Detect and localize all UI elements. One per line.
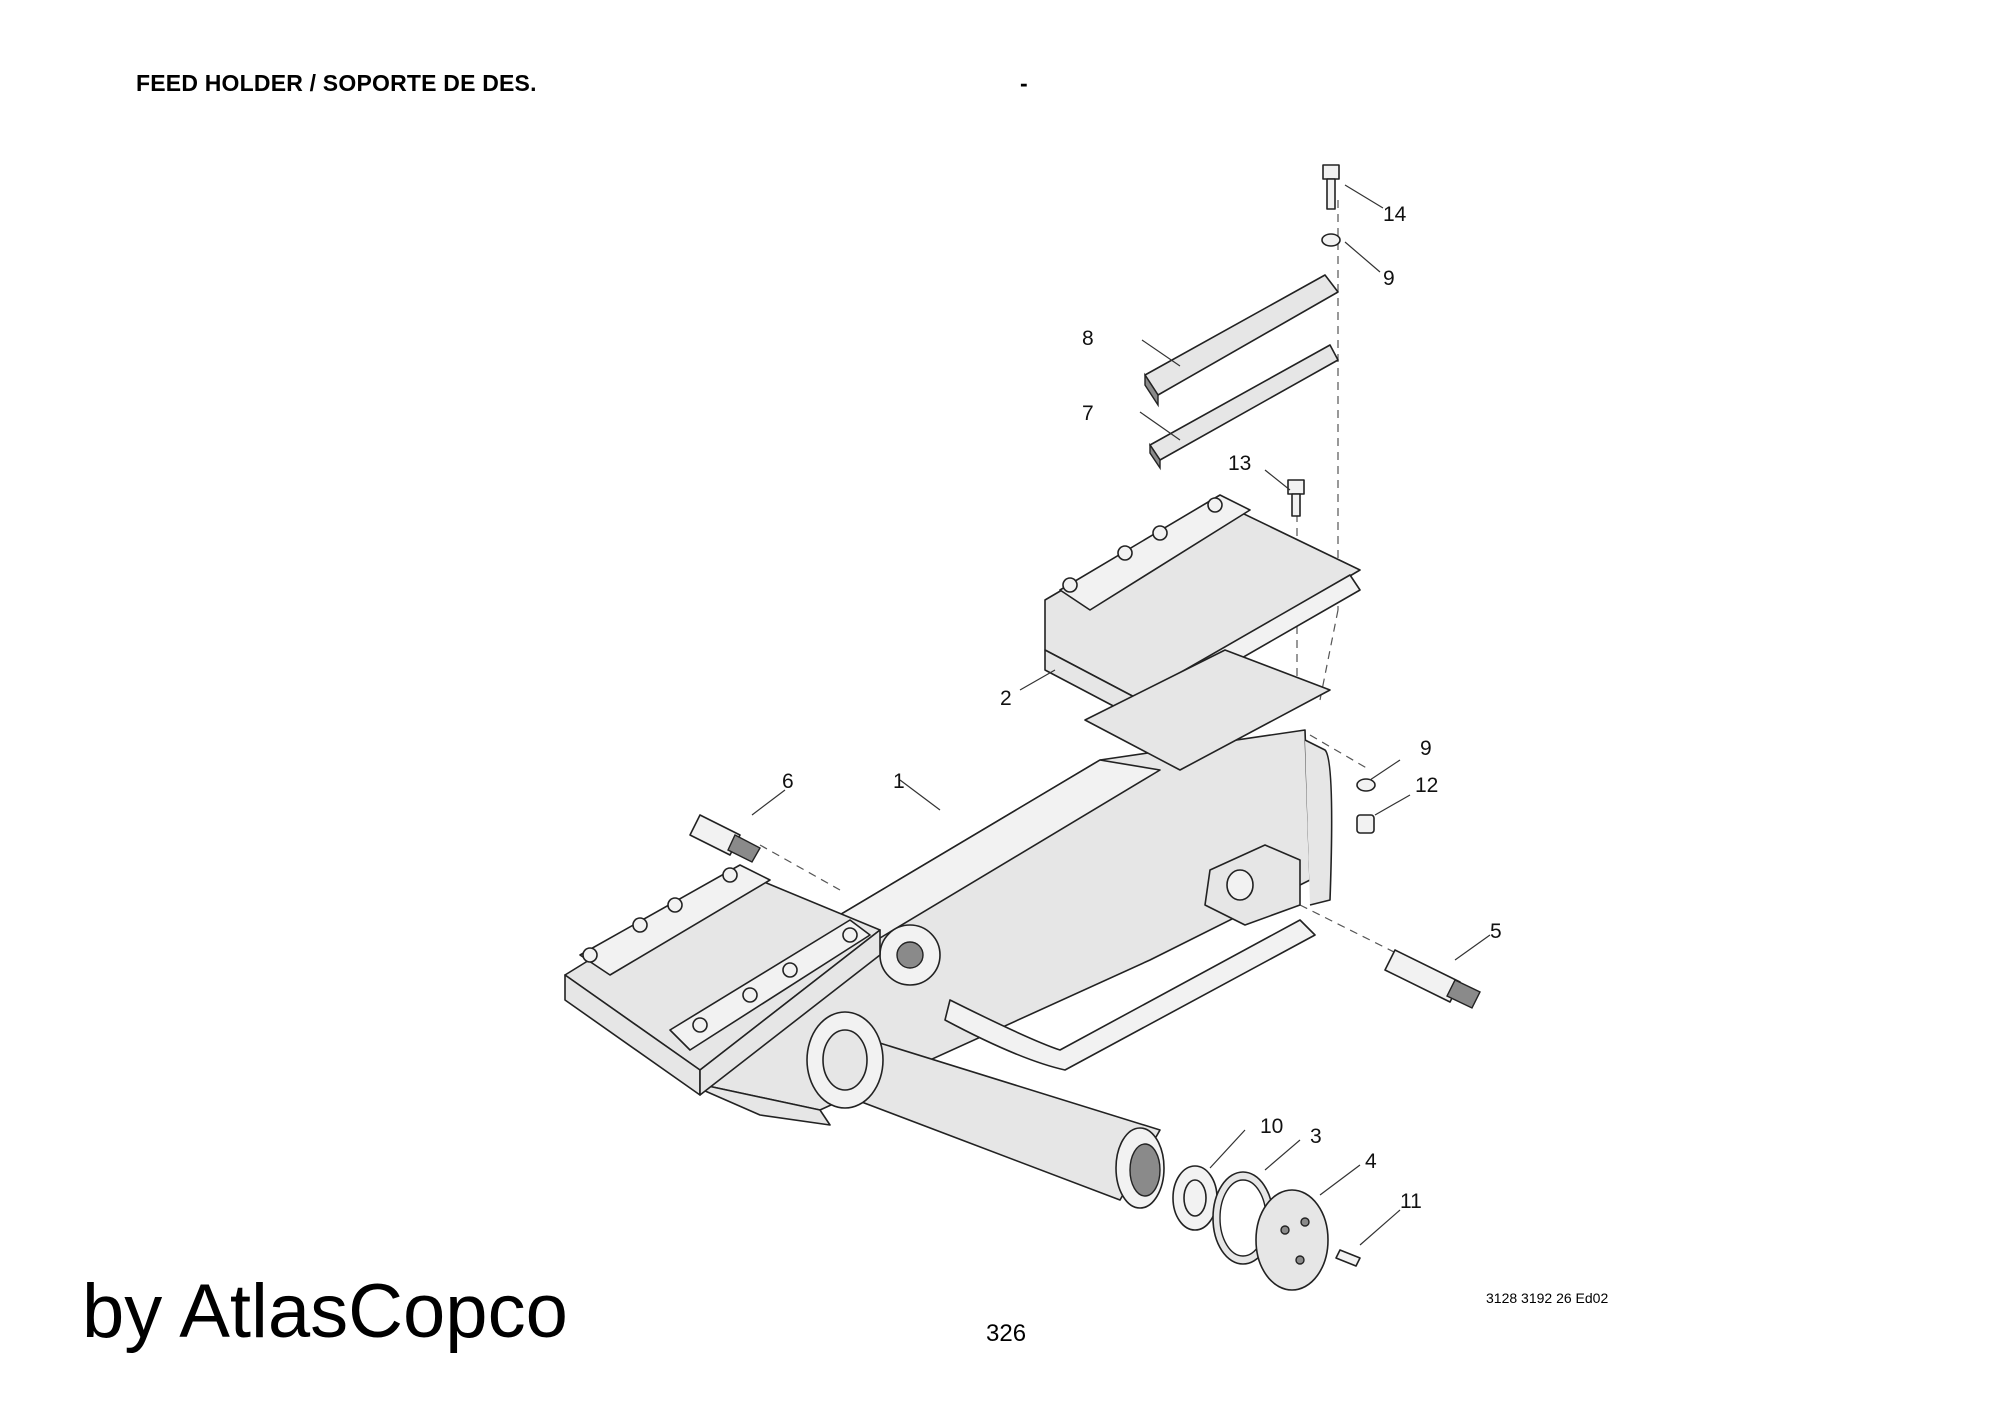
callout-7: 7 xyxy=(1082,402,1094,425)
left-clamp-plate xyxy=(564,864,881,1096)
callout-1: 1 xyxy=(893,770,905,793)
axis-pin-6 xyxy=(759,844,841,891)
callout-11: 11 xyxy=(1400,1190,1422,1213)
part-14-bolt xyxy=(1322,164,1340,210)
page-title: FEED HOLDER / SOPORTE DE DES. xyxy=(136,70,537,96)
callout-5: 5 xyxy=(1490,920,1502,943)
callout-12: 12 xyxy=(1415,774,1438,797)
callout-14: 14 xyxy=(1383,203,1407,226)
callout-13: 13 xyxy=(1228,452,1251,475)
part-4-end-cover xyxy=(1255,1189,1329,1291)
part-8-slide-strip xyxy=(1144,274,1339,408)
callout-8: 8 xyxy=(1082,327,1094,350)
callout-3: 3 xyxy=(1310,1125,1322,1148)
callout-4: 4 xyxy=(1365,1150,1377,1173)
part-9-washer-lower xyxy=(1356,778,1376,792)
callout-2: 2 xyxy=(1000,687,1012,710)
callout-9-lower: 9 xyxy=(1420,737,1432,760)
part-13-bolt xyxy=(1287,479,1305,517)
callout-10: 10 xyxy=(1260,1115,1283,1138)
callout-9-top: 9 xyxy=(1383,267,1395,290)
part-7-slide-strip xyxy=(1149,344,1339,471)
title-dash: - xyxy=(1020,70,1028,96)
pad-plate xyxy=(1084,649,1331,771)
document-reference: 3128 3192 26 Ed02 xyxy=(1486,1290,1609,1306)
axis-pin-5 xyxy=(1299,904,1401,956)
hydraulic-pipe xyxy=(944,919,1316,1071)
part-12-nut xyxy=(1356,814,1375,834)
axis-top-bolt xyxy=(1319,200,1339,701)
part-5-pin xyxy=(1384,949,1481,1009)
part-11-screw xyxy=(1335,1249,1361,1267)
part-9-washer-top xyxy=(1321,233,1341,247)
page-number: 326 xyxy=(986,1320,1027,1347)
part-6-pin xyxy=(689,814,761,863)
cylinder-tube xyxy=(806,1011,1165,1209)
part-10-gasket xyxy=(1172,1165,1218,1231)
callout-6: 6 xyxy=(782,770,794,793)
brand-logo-text: by AtlasCopco xyxy=(82,1269,568,1354)
axis-nut-12 xyxy=(1309,734,1371,771)
